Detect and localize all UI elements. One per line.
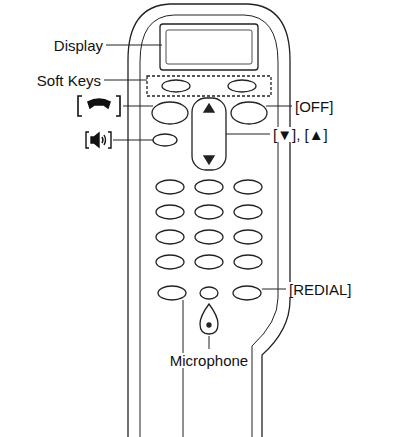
leader-line (123, 106, 153, 107)
display-screen (166, 30, 252, 64)
keypad-key (234, 180, 262, 194)
leader-line (183, 300, 184, 437)
leader-line (226, 134, 270, 135)
leader-line (266, 106, 292, 107)
keypad (156, 180, 262, 269)
keypad-key (195, 230, 223, 244)
redial-key-label: [REDIAL] (288, 282, 353, 297)
redial-key (233, 286, 261, 300)
leader-line (106, 45, 162, 46)
off-key (231, 102, 267, 124)
keypad-key (156, 205, 184, 219)
navigation-key (192, 98, 226, 170)
keypad-key (195, 255, 223, 269)
keypad-key (156, 230, 184, 244)
keypad-key (195, 180, 223, 194)
soft-keys-group (147, 76, 271, 96)
navigation-key-label: [▼], [▲] (272, 127, 329, 142)
keypad-key (234, 255, 262, 269)
microphone-label: Microphone (169, 353, 249, 368)
soft-keys-label: Soft Keys (36, 73, 102, 88)
leader-line (113, 140, 153, 141)
leader-line (262, 289, 286, 290)
function-key (200, 287, 218, 299)
speaker-key-icon (86, 132, 111, 148)
talk-key-icon (78, 96, 120, 116)
leader-line (209, 336, 210, 349)
keypad-key (156, 180, 184, 194)
talk-key (152, 102, 188, 124)
microphone-housing (200, 304, 218, 334)
soft-key (162, 80, 190, 92)
microphone-hole (207, 323, 211, 327)
handset-bezel (140, 15, 278, 437)
keypad-key (156, 255, 184, 269)
keypad-key (195, 205, 223, 219)
function-key (158, 286, 186, 300)
speaker-key (153, 134, 177, 146)
off-key-label: [OFF] (294, 99, 334, 114)
keypad-key (234, 205, 262, 219)
handset-body (128, 4, 290, 437)
display-window (160, 24, 258, 70)
soft-key (228, 80, 256, 92)
nav-arrows (204, 104, 214, 164)
display-label: Display (53, 38, 104, 53)
keypad-key (234, 230, 262, 244)
leader-line (104, 80, 147, 81)
